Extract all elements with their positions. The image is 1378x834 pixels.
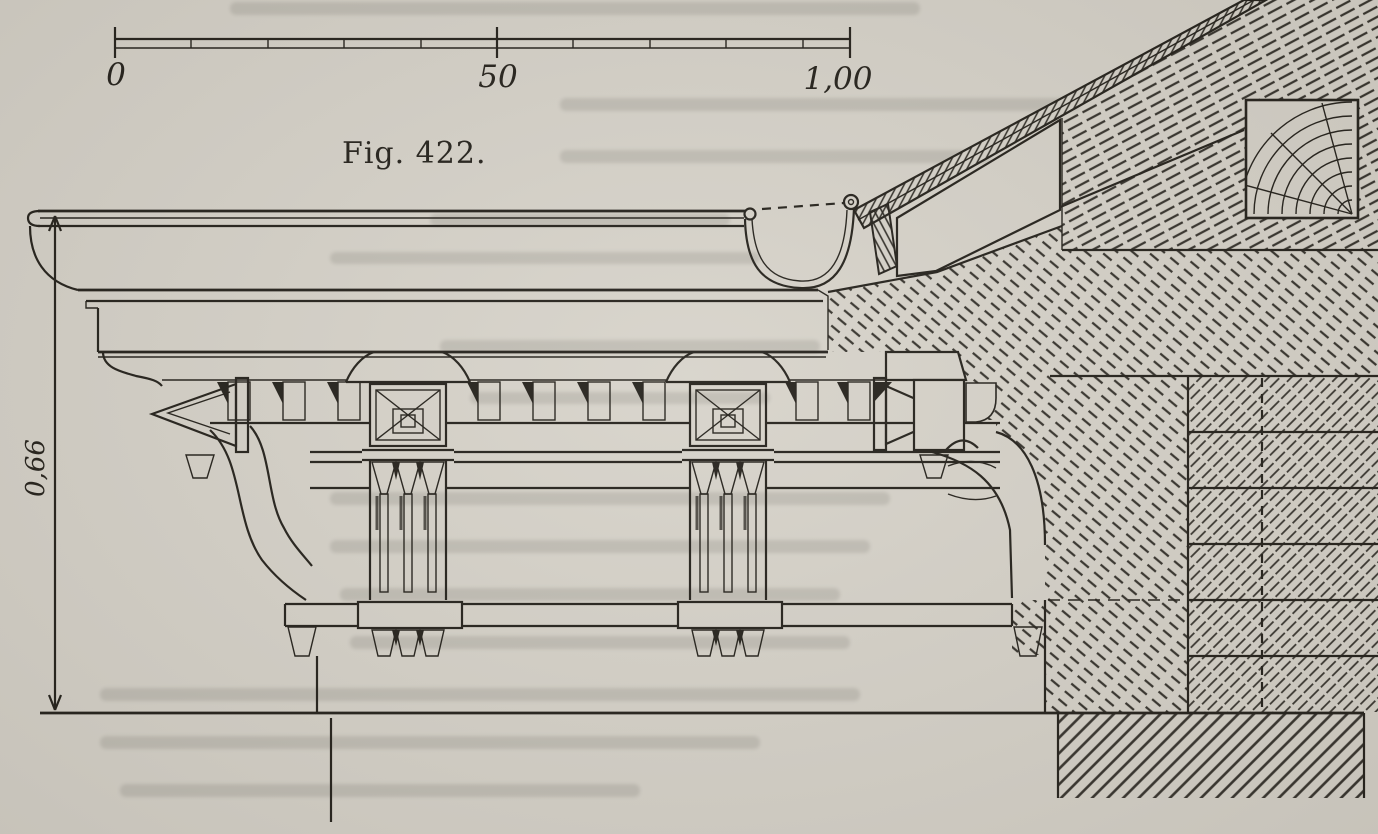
dimension-value: 0,66 <box>21 439 51 497</box>
frieze-band-lines <box>310 450 1000 490</box>
scale-start-label: 0 <box>106 57 126 93</box>
figure-label: Fig. 422. <box>342 136 486 171</box>
bleed-through-smudges <box>100 2 1080 797</box>
gutter-board <box>868 202 899 276</box>
taenia-and-wall-base <box>40 600 1364 822</box>
roof-board <box>852 0 1269 230</box>
gutter-waterline-dashed <box>761 201 845 211</box>
corner-hatch-zone <box>1056 713 1366 798</box>
brick-courses-zone <box>1048 374 1378 712</box>
left-console-profile <box>148 376 313 601</box>
timber-beam-end <box>1244 98 1360 220</box>
dimension-line-0-66: 0,66 <box>21 215 63 711</box>
gutter <box>743 193 860 290</box>
right-console-profile <box>872 350 1047 599</box>
scale-middle-label: 50 <box>478 59 517 95</box>
scale-end-label: 1,00 <box>803 61 872 97</box>
scale-bar: 0 50 1,00 <box>106 27 873 97</box>
